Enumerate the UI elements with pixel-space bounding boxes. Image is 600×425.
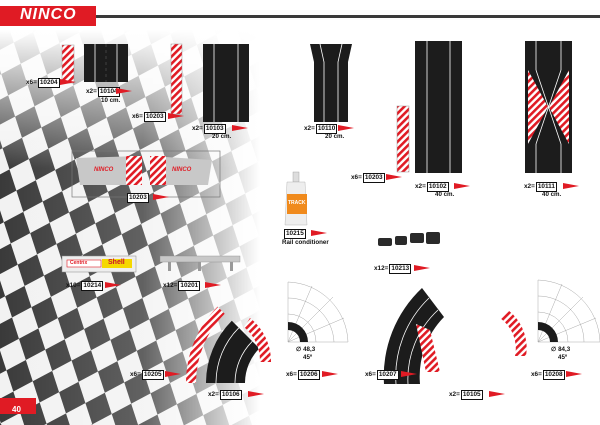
flag-icon	[248, 391, 264, 397]
label-10111: x2=10111	[524, 182, 557, 192]
length-10104: 10 cm.	[101, 97, 121, 104]
flag-icon	[454, 183, 470, 189]
flag-icon	[105, 282, 121, 288]
flag-icon	[116, 88, 132, 94]
curve-large-diameter: ∅ 84,3	[551, 346, 571, 353]
track-10111	[525, 41, 572, 173]
curve-grid-small	[287, 281, 349, 343]
rail-conditioner-bottle	[284, 171, 308, 226]
label-10204: x6=10204	[26, 78, 60, 88]
curve-barrier-10208	[500, 310, 527, 356]
label-10207: x6=10207	[365, 370, 399, 380]
flag-icon	[563, 183, 579, 189]
label-10214: x10=10214	[66, 281, 104, 291]
curve-large-angle: 45º	[558, 354, 568, 361]
flag-icon	[401, 371, 417, 377]
label-10106: x2=10106	[208, 390, 242, 400]
track-10104	[84, 44, 128, 82]
flag-icon	[311, 230, 327, 236]
length-10102: 40 cm.	[435, 191, 455, 198]
flag-icon	[165, 371, 181, 377]
track-10110	[310, 43, 352, 122]
flag-icon	[60, 79, 76, 85]
label-10205: x6=10205	[130, 370, 164, 380]
label-10203-c: 10203	[127, 193, 149, 203]
flag-icon	[338, 125, 354, 131]
bottle-label: TRACK	[288, 200, 306, 206]
label-10203-a: x6=10203	[132, 112, 166, 122]
length-10103: 20 cm.	[212, 133, 232, 140]
flag-icon	[153, 194, 169, 200]
flag-icon	[414, 265, 430, 271]
track-10102	[415, 41, 462, 173]
label-10206: x6=10206	[286, 370, 320, 380]
flag-icon	[489, 391, 505, 397]
barrier-10203-b	[396, 105, 410, 173]
bridge-text-centrix: Centrix	[70, 260, 88, 266]
flag-icon	[168, 113, 184, 119]
barrier-logo-right: NINCO	[172, 167, 192, 173]
track-clips-10213	[378, 232, 440, 246]
barrier-10203-c-left	[76, 156, 142, 185]
logo-background	[0, 6, 96, 26]
flag-icon	[322, 371, 338, 377]
curve-barrier-10207	[416, 324, 440, 372]
label-10102: x2=10102	[415, 182, 449, 192]
length-10110: 20 cm.	[325, 133, 345, 140]
barrier-10204	[61, 44, 75, 84]
label-10203-b: x6=10203	[351, 173, 385, 183]
page-number-tab	[0, 398, 36, 414]
bridge-text-shell: Shell	[108, 259, 125, 266]
curve-small-diameter: ∅ 48,3	[296, 346, 316, 353]
rail-conditioner-label: Rail conditioner	[282, 239, 329, 246]
guardrail-10201	[159, 255, 241, 271]
label-10201: x12=10201	[163, 281, 201, 291]
label-10213: x12=10213	[374, 264, 412, 274]
flag-icon	[566, 371, 582, 377]
barrier-10203-a	[170, 43, 183, 115]
track-10103	[203, 44, 249, 122]
curve-small-angle: 45º	[303, 354, 313, 361]
header-rule	[95, 15, 600, 18]
label-10103: x2=10103	[192, 124, 226, 134]
length-10111: 40 cm.	[542, 191, 562, 198]
curve-barrier-10206	[244, 318, 272, 362]
flag-icon	[205, 282, 221, 288]
curve-track-10106	[206, 320, 260, 384]
flag-icon	[232, 125, 248, 131]
curve-barrier-10205	[185, 306, 225, 383]
label-10104: x2=10104	[86, 87, 120, 97]
label-10110: x2=10110	[304, 124, 338, 134]
barrier-logo-left: NINCO	[94, 167, 114, 173]
label-10208: x6=10208	[531, 370, 565, 380]
ninco-logo: NINCO	[20, 6, 77, 23]
page-number: 40	[12, 405, 21, 414]
label-10105: x2=10105	[449, 390, 483, 400]
flag-icon	[386, 174, 402, 180]
label-10215: 10215	[284, 229, 306, 239]
bridge-sign-10214	[61, 255, 137, 273]
